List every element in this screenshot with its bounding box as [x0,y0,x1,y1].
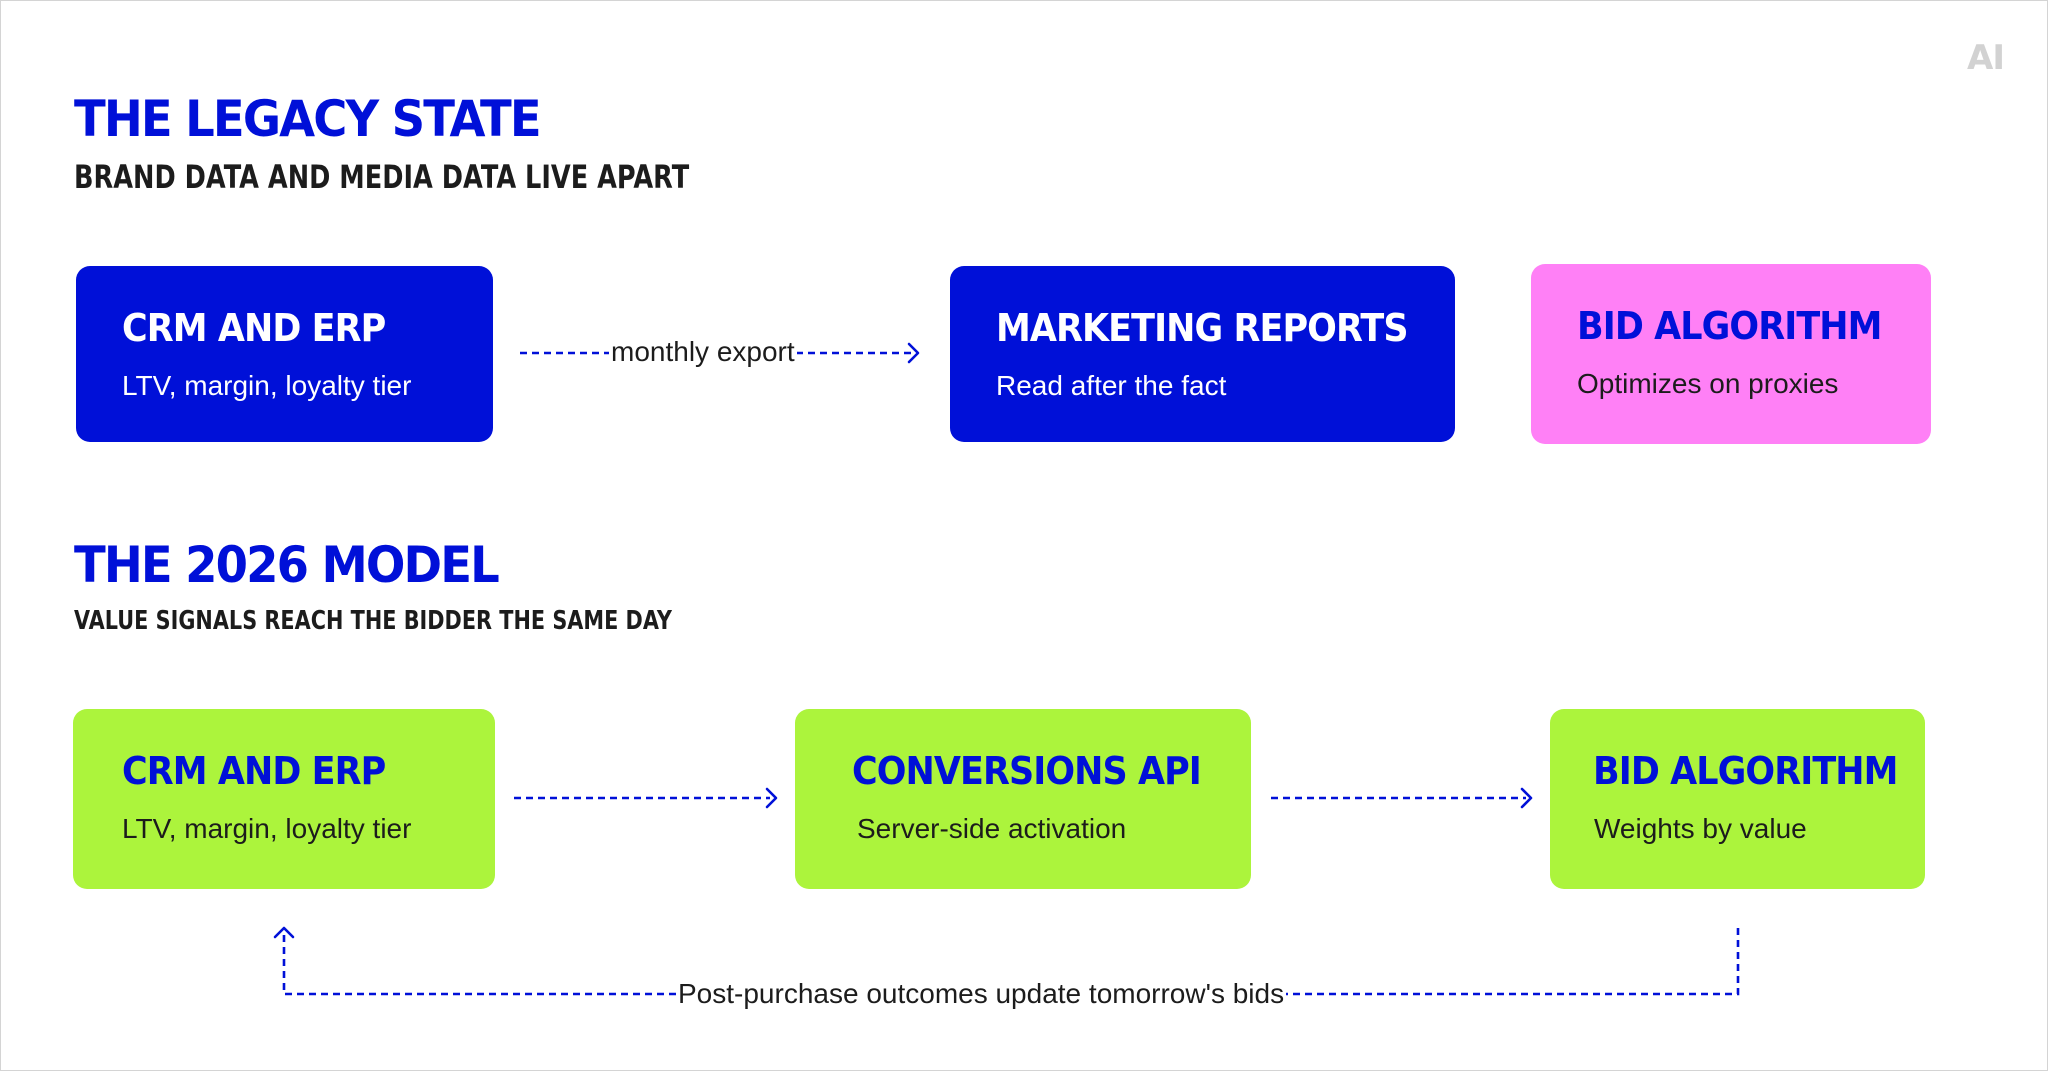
node-title: CRM AND ERP [122,749,386,793]
node-description: Optimizes on proxies [1577,368,1839,399]
model-section-subtitle: VALUE SIGNALS REACH THE BIDDER THE SAME … [74,606,672,636]
model-node-conversions-api: CONVERSIONS API Server-side activation [795,709,1251,889]
legacy-node-bid-algorithm: BID ALGORITHM Optimizes on proxies [1531,264,1931,444]
model-section-title: THE 2026 MODEL [74,536,500,594]
model-node-crm-erp: CRM AND ERP LTV, margin, loyalty tier [73,709,495,889]
node-description: LTV, margin, loyalty tier [122,813,412,844]
legacy-node-crm-erp: CRM AND ERP LTV, margin, loyalty tier [76,266,493,442]
node-description: Weights by value [1594,813,1807,844]
node-description: Server-side activation [857,813,1127,844]
node-title: BID ALGORITHM [1593,749,1898,793]
node-title: CRM AND ERP [122,306,386,350]
legacy-node-marketing-reports: MARKETING REPORTS Read after the fact [950,266,1455,442]
node-title: MARKETING REPORTS [996,306,1409,350]
node-title: BID ALGORITHM [1577,304,1882,348]
node-title: CONVERSIONS API [852,749,1202,793]
feedback-edge-label: Post-purchase outcomes update tomorrow's… [676,977,1287,1011]
legacy-section-title: THE LEGACY STATE [74,90,542,148]
legacy-edge-label: monthly export [609,335,797,369]
node-description: LTV, margin, loyalty tier [122,370,412,401]
legacy-section-subtitle: BRAND DATA AND MEDIA DATA LIVE APART [74,158,690,196]
ai-logo: AI [1967,38,2005,78]
model-node-bid-algorithm: BID ALGORITHM Weights by value [1550,709,1925,889]
node-description: Read after the fact [996,370,1227,401]
